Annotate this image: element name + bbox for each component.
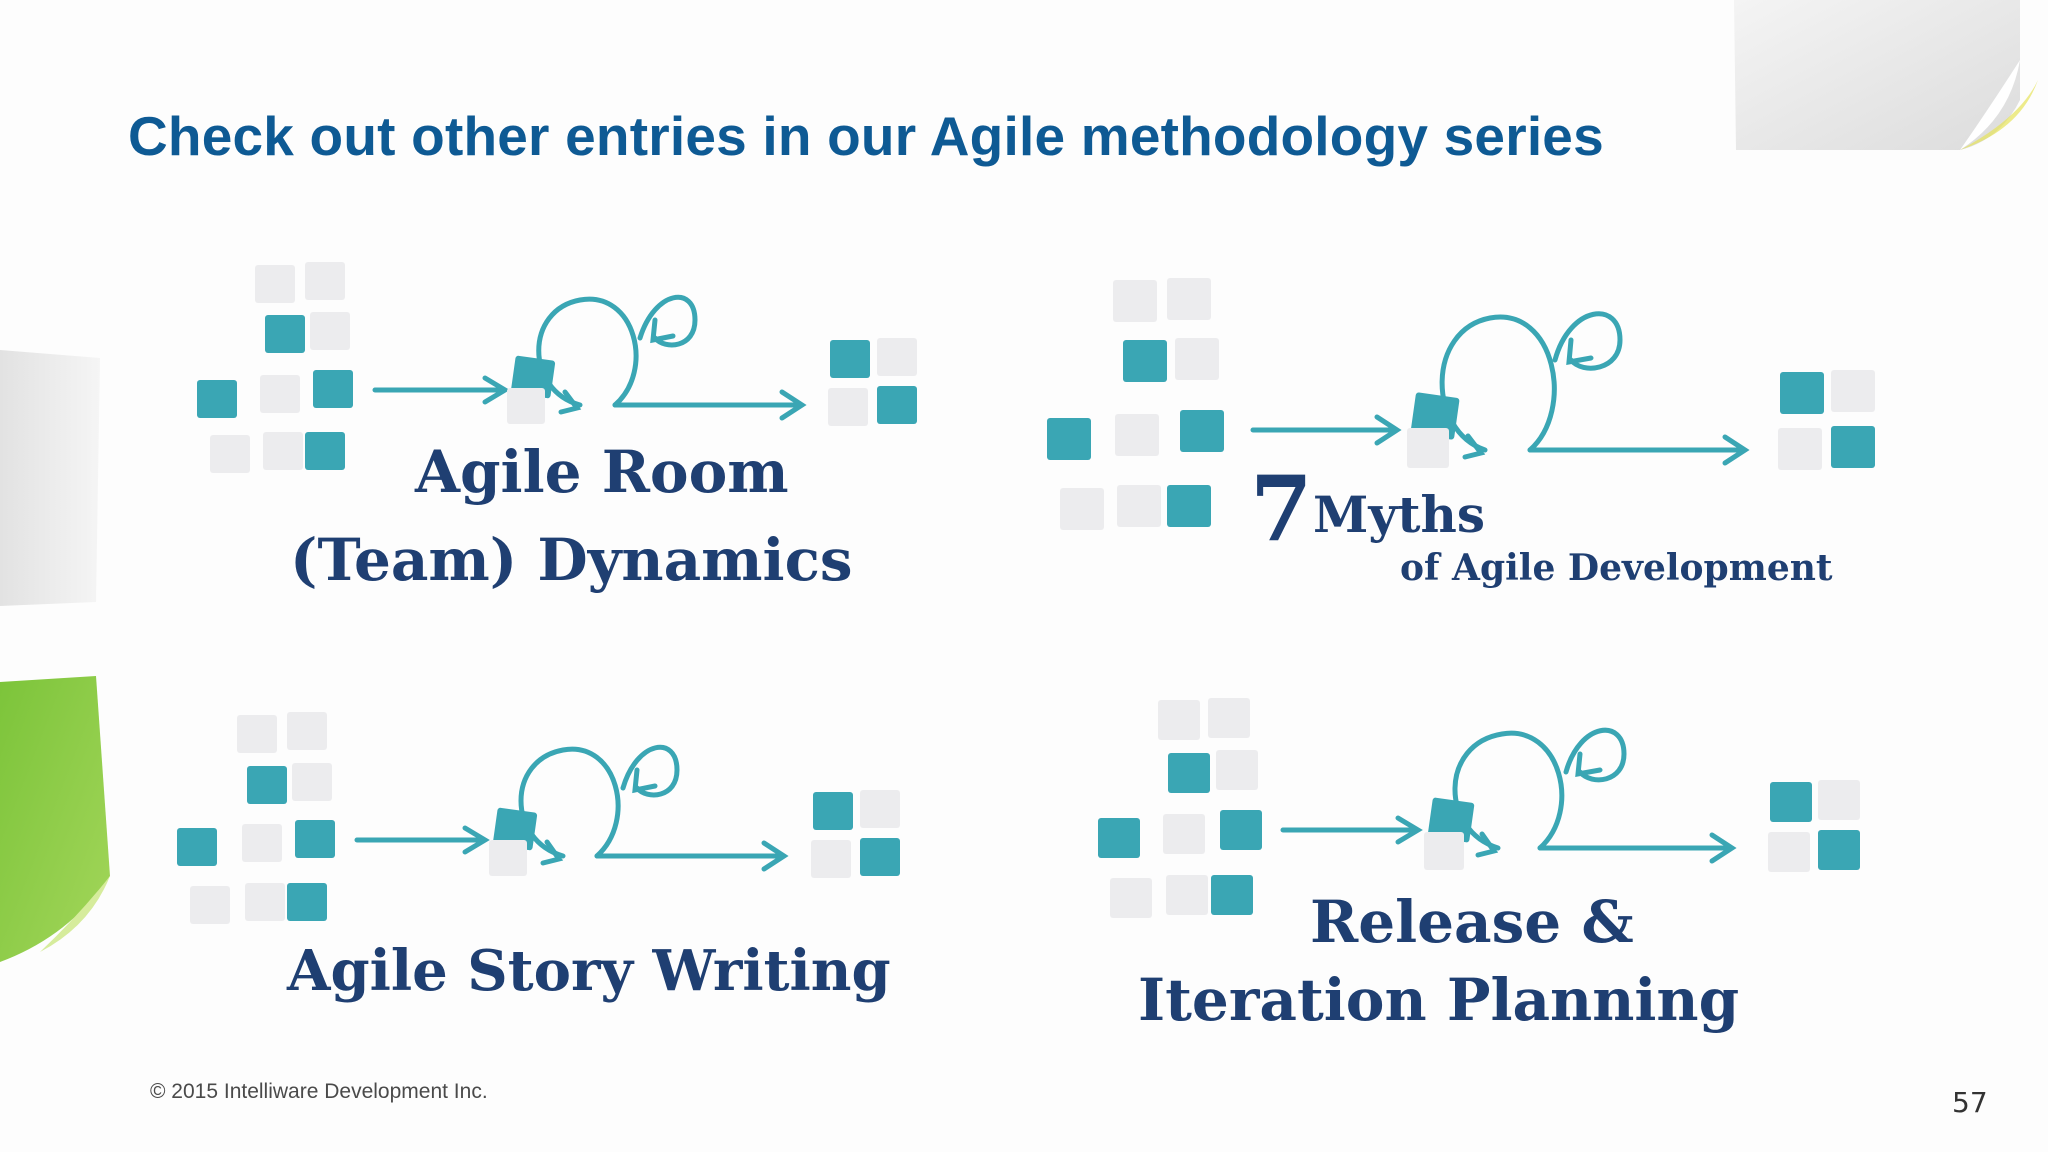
sticky-notes-right-icon <box>828 338 917 426</box>
entry-caption-line1: Release & <box>1310 888 1634 956</box>
workflow-arrow-icon <box>1280 727 1737 864</box>
sticky-note-left-green <box>0 676 110 962</box>
entry-release-iteration-planning[interactable]: Release & Iteration Planning <box>1078 680 1888 1060</box>
entry-caption-number: 7 <box>1250 456 1313 562</box>
entry-caption-line2: of Agile Development <box>1400 547 1833 589</box>
entry-image-agile-room: Agile Room (Team) Dynamics <box>197 262 917 594</box>
entry-image-release-planning: Release & Iteration Planning <box>1098 698 1860 1034</box>
curled-paper-note-top-right <box>1734 0 2038 150</box>
workflow-arrow-icon <box>1250 311 1750 466</box>
paper-note-left-gray <box>0 350 100 606</box>
workflow-arrow-icon <box>372 294 807 421</box>
sticky-notes-left-icon <box>177 712 335 924</box>
workflow-arrow-icon <box>354 744 789 872</box>
entry-caption-line1: Agile Story Writing <box>286 938 891 1004</box>
sticky-notes-right-icon <box>1778 370 1875 470</box>
entry-agile-room-dynamics[interactable]: Agile Room (Team) Dynamics <box>185 240 985 630</box>
sticky-notes-left-icon <box>1098 698 1262 918</box>
entry-caption-line1: Agile Room <box>414 438 789 506</box>
entry-caption-line1: Myths <box>1313 485 1485 544</box>
page-number: 57 <box>1952 1086 1988 1119</box>
slide-title: Check out other entries in our Agile met… <box>128 105 1604 167</box>
sticky-notes-right-icon <box>811 790 900 878</box>
copyright-footer: © 2015 Intelliware Development Inc. <box>150 1080 488 1103</box>
entry-image-7-myths: 7 Myths of Agile Development <box>1047 278 1875 589</box>
entry-caption-line2: Iteration Planning <box>1138 966 1739 1034</box>
entry-image-story-writing: Agile Story Writing <box>177 712 900 1004</box>
entry-caption-line2: (Team) Dynamics <box>290 526 853 594</box>
entry-agile-story-writing[interactable]: Agile Story Writing <box>165 690 985 1050</box>
sticky-notes-left-icon <box>197 262 353 473</box>
entry-7-myths-agile-development[interactable]: 7 Myths of Agile Development <box>1035 250 1895 640</box>
sticky-notes-left-icon <box>1047 278 1224 530</box>
sticky-notes-right-icon <box>1768 780 1860 872</box>
